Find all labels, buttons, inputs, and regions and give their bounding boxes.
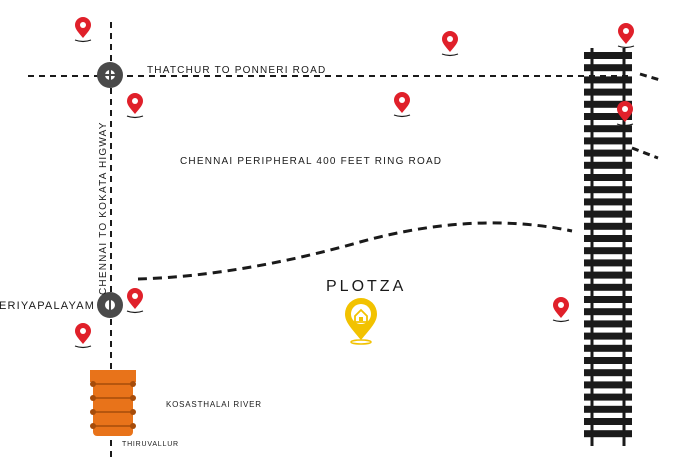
railway-sleeper bbox=[584, 113, 632, 120]
railway-sleeper bbox=[584, 369, 632, 377]
kosasthalai-river-icon bbox=[90, 370, 136, 436]
railway-sleeper bbox=[584, 271, 632, 279]
railway-sleeper bbox=[584, 296, 632, 303]
ring-road-label: CHENNAI PERIPHERAL 400 FEET RING ROAD bbox=[180, 156, 442, 167]
railway-sleeper bbox=[584, 210, 632, 218]
railway-sleeper bbox=[584, 308, 632, 316]
peripheral-ring-road bbox=[137, 221, 573, 281]
railway-sleeper bbox=[584, 222, 632, 230]
railway-sleeper bbox=[584, 259, 632, 267]
railway-sleeper bbox=[584, 357, 632, 364]
railway-sleeper bbox=[584, 125, 632, 133]
railway-sleeper bbox=[584, 235, 632, 242]
plotza-home-pin-icon bbox=[345, 298, 377, 345]
map-pin-icon bbox=[393, 92, 411, 118]
map-pin-icon bbox=[616, 101, 634, 127]
railway-sleeper bbox=[584, 344, 632, 352]
thiruvallur-label: THIRUVALLUR bbox=[122, 441, 179, 448]
railway-sleeper bbox=[584, 405, 632, 413]
railway-sleeper bbox=[584, 381, 632, 389]
railway-sleeper bbox=[584, 88, 632, 96]
railway-sleeper bbox=[584, 149, 632, 157]
thatchur-road-label: THATCHUR TO PONNERI ROAD bbox=[147, 65, 326, 76]
railway-sleeper bbox=[584, 161, 632, 169]
railway-sleeper bbox=[584, 198, 632, 206]
railway-sleeper bbox=[584, 320, 632, 328]
railway-sleeper bbox=[584, 283, 632, 291]
railway-sleeper bbox=[584, 76, 632, 84]
map-pin-icon bbox=[441, 31, 459, 57]
highway-label: CHENNAI TO KOKATA HIGWAY bbox=[98, 121, 109, 295]
road-continuation-top bbox=[639, 72, 661, 82]
railway-sleeper bbox=[584, 393, 632, 401]
road-continuation-mid bbox=[631, 146, 659, 160]
railway-sleeper bbox=[584, 64, 632, 72]
eriyapalayam-junction-icon bbox=[97, 292, 123, 318]
map-pin-icon bbox=[74, 17, 92, 43]
plotza-label: PLOTZA bbox=[326, 278, 406, 295]
railway-sleeper bbox=[584, 100, 632, 108]
railway-sleeper bbox=[584, 186, 632, 194]
map-pin-icon bbox=[126, 93, 144, 119]
railway-sleeper bbox=[584, 430, 632, 438]
eriyapalayam-label: ERIYAPALAYAM bbox=[0, 300, 95, 312]
railway-sleeper bbox=[584, 52, 632, 59]
railway-sleeper bbox=[584, 137, 632, 145]
railway-sleeper bbox=[584, 418, 632, 425]
thatchur-junction-icon bbox=[97, 62, 123, 88]
railway-sleeper bbox=[584, 174, 632, 181]
railway-sleeper bbox=[584, 247, 632, 255]
map-pin-icon bbox=[617, 23, 635, 49]
map-pin-icon bbox=[74, 323, 92, 349]
map-pin-icon bbox=[126, 288, 144, 314]
railway-sleeper bbox=[584, 332, 632, 340]
river-label: KOSASTHALAI RIVER bbox=[166, 400, 262, 409]
map-pin-icon bbox=[552, 297, 570, 323]
